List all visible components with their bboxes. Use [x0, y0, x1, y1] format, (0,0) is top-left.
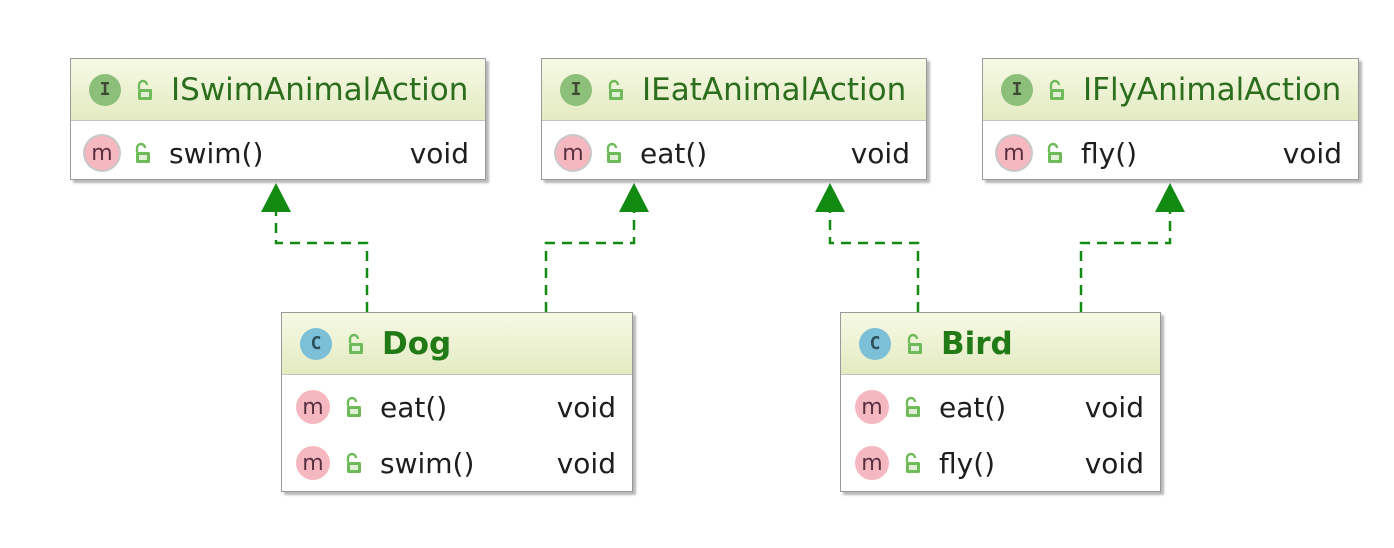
- public-lock-icon: [135, 142, 150, 163]
- method-row[interactable]: m swim() void: [71, 125, 485, 181]
- method-badge-icon: m: [296, 390, 330, 424]
- interface-box-iflyanimalaction[interactable]: I IFlyAnimalAction m fly() void: [982, 58, 1359, 180]
- class-badge-icon: C: [300, 327, 332, 360]
- method-name: fly(): [939, 446, 996, 480]
- public-lock-icon: [1047, 142, 1062, 163]
- class-box-dog[interactable]: C Dog m eat() void m: [281, 312, 633, 492]
- interface-box-iswimanimalaction[interactable]: I ISwimAnimalAction m swim() void: [70, 58, 486, 180]
- method-badge-icon: m: [855, 390, 889, 424]
- method-name: fly(): [1081, 136, 1138, 170]
- method-name: swim(): [380, 446, 475, 480]
- public-lock-icon: [606, 142, 621, 163]
- method-name: eat(): [939, 390, 1007, 424]
- arrowhead-ieatanimalaction-right: [815, 183, 845, 212]
- class-methods: m eat() void m swim() void: [282, 375, 632, 491]
- public-lock-icon: [348, 333, 363, 354]
- method-badge-icon: m: [997, 136, 1031, 170]
- class-header: C Dog: [282, 313, 632, 375]
- method-return-type: void: [556, 446, 616, 480]
- class-name: Bird: [941, 325, 1013, 362]
- interface-name: IFlyAnimalAction: [1083, 71, 1342, 108]
- method-return-type: void: [850, 136, 910, 170]
- interface-header: I ISwimAnimalAction: [71, 59, 485, 121]
- class-badge-icon: C: [859, 327, 891, 360]
- interface-header: I IFlyAnimalAction: [983, 59, 1358, 121]
- interface-badge-icon: I: [89, 73, 121, 106]
- method-badge-icon: m: [85, 136, 119, 170]
- class-methods: m eat() void m fly() void: [841, 375, 1160, 491]
- method-name: swim(): [169, 136, 264, 170]
- arrowhead-iswimanimalaction: [261, 183, 291, 212]
- interface-name: IEatAnimalAction: [642, 71, 907, 108]
- public-lock-icon: [905, 452, 920, 473]
- dog-implements-ieatanimalaction: [544, 212, 636, 312]
- class-box-bird[interactable]: C Bird m eat() void m: [840, 312, 1161, 492]
- public-lock-icon: [137, 79, 152, 100]
- method-return-type: void: [556, 390, 616, 424]
- public-lock-icon: [1049, 79, 1064, 100]
- interface-methods: m eat() void: [542, 121, 926, 181]
- bird-implements-ieatanimalaction: [828, 212, 920, 312]
- interface-header: I IEatAnimalAction: [542, 59, 926, 121]
- class-header: C Bird: [841, 313, 1160, 375]
- method-return-type: void: [1282, 136, 1342, 170]
- method-row[interactable]: m eat() void: [841, 379, 1160, 435]
- class-name: Dog: [382, 325, 452, 362]
- method-badge-icon: m: [296, 446, 330, 480]
- interface-box-ieatanimalaction[interactable]: I IEatAnimalAction m eat() void: [541, 58, 927, 180]
- bird-implements-iflyanimalaction: [1079, 212, 1172, 312]
- interface-methods: m fly() void: [983, 121, 1358, 181]
- public-lock-icon: [346, 396, 361, 417]
- method-row[interactable]: m eat() void: [542, 125, 926, 181]
- interface-methods: m swim() void: [71, 121, 485, 181]
- method-row[interactable]: m eat() void: [282, 379, 632, 435]
- arrowhead-ieatanimalaction-left: [619, 183, 649, 212]
- dog-implements-iswimanimalaction: [274, 212, 369, 312]
- arrowhead-iflyanimalaction: [1155, 183, 1185, 212]
- method-row[interactable]: m fly() void: [983, 125, 1358, 181]
- method-return-type: void: [409, 136, 469, 170]
- public-lock-icon: [346, 452, 361, 473]
- public-lock-icon: [907, 333, 922, 354]
- method-return-type: void: [1084, 446, 1144, 480]
- method-badge-icon: m: [556, 136, 590, 170]
- method-badge-icon: m: [855, 446, 889, 480]
- public-lock-icon: [905, 396, 920, 417]
- interface-badge-icon: I: [560, 73, 592, 106]
- method-row[interactable]: m swim() void: [282, 435, 632, 491]
- interface-name: ISwimAnimalAction: [171, 71, 469, 108]
- method-return-type: void: [1084, 390, 1144, 424]
- public-lock-icon: [608, 79, 623, 100]
- method-name: eat(): [640, 136, 708, 170]
- interface-badge-icon: I: [1001, 73, 1033, 106]
- method-name: eat(): [380, 390, 448, 424]
- method-row[interactable]: m fly() void: [841, 435, 1160, 491]
